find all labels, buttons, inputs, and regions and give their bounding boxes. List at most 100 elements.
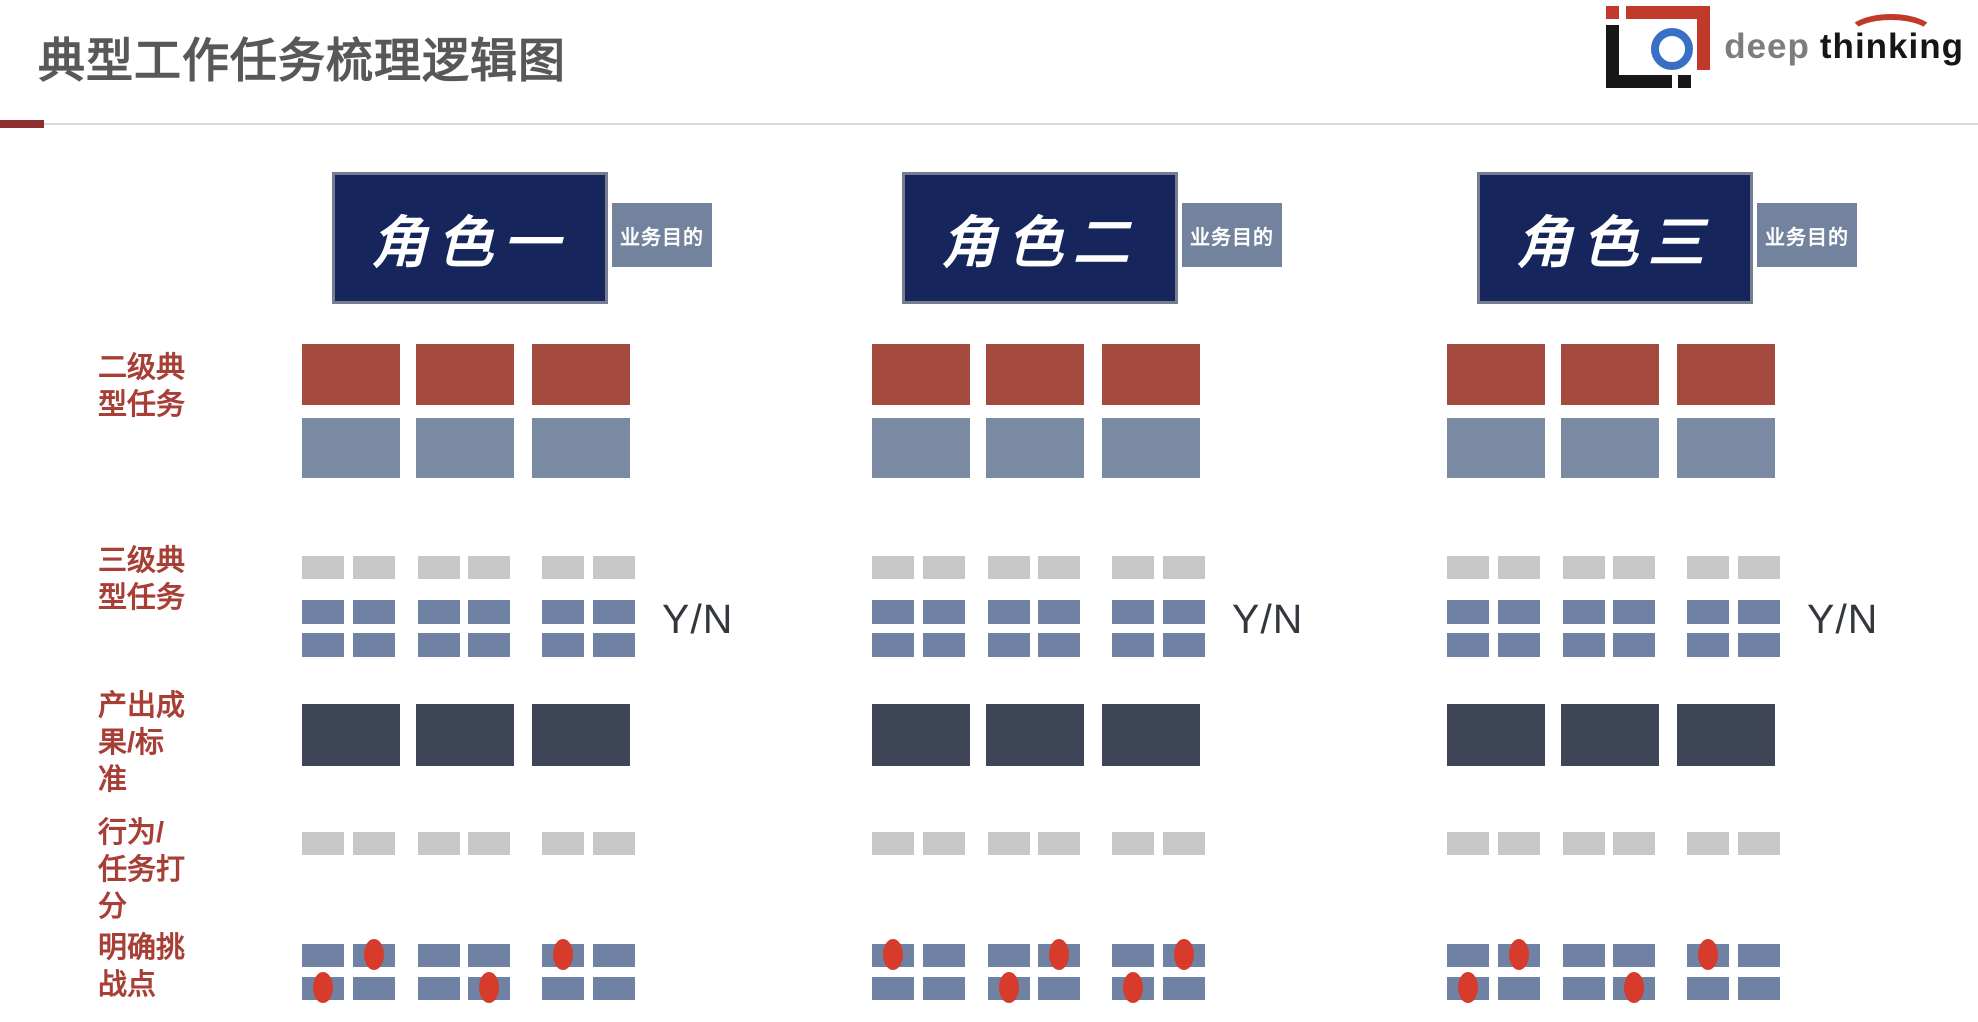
challenge-box [1687,977,1729,1000]
level3-task-box-blue [1447,600,1489,624]
level3-task-box-blue [1112,633,1154,657]
level2-task-box-red [986,344,1084,405]
logo-black-corner-side [1606,25,1620,88]
challenge-box [1738,944,1780,967]
scoring-box-gray [418,832,460,855]
logo-arc-icon [1846,14,1936,56]
level3-task-box-gray [1687,556,1729,579]
output-box-dark [1102,704,1200,766]
level3-task-box-blue [302,633,344,657]
level3-task-box-blue [1498,633,1540,657]
scoring-box-gray [1687,832,1729,855]
level2-task-box-blue [986,418,1084,478]
role-header-box: 角色二 [902,172,1178,304]
level3-task-box-blue [923,600,965,624]
level3-task-box-gray [1738,556,1780,579]
level3-task-box-blue [1163,600,1205,624]
level3-task-box-gray [353,556,395,579]
challenge-box [353,977,395,1000]
scoring-box-gray [593,832,635,855]
challenge-box [923,944,965,967]
challenge-box [593,944,635,967]
level2-task-box-red [532,344,630,405]
logo-red-corner [1626,6,1711,19]
level3-task-box-blue [872,600,914,624]
row-label-output: 产出成 果/标 准 [98,690,186,796]
level3-task-box-blue [353,600,395,624]
level2-task-box-red [872,344,970,405]
output-box-dark [532,704,630,766]
scoring-box-gray [1038,832,1080,855]
level3-task-box-blue [593,600,635,624]
level3-task-box-blue [1563,633,1605,657]
level2-task-box-blue [302,418,400,478]
level2-task-box-red [1447,344,1545,405]
yn-label: Y/N [1807,596,1879,642]
level3-task-box-blue [872,633,914,657]
row-label-level2-tasks: 二级典 型任务 [98,352,186,421]
level2-task-box-blue [532,418,630,478]
role-header-box: 角色三 [1477,172,1753,304]
level3-task-box-blue [542,633,584,657]
challenge-box [1163,977,1205,1000]
scoring-box-gray [923,832,965,855]
row-label-scoring: 行为/ 任务打 分 [98,817,186,923]
challenge-box [468,944,510,967]
level3-task-box-gray [1038,556,1080,579]
level3-task-box-blue [1563,600,1605,624]
challenge-dot [1624,972,1644,1003]
output-box-dark [302,704,400,766]
yn-label: Y/N [1232,596,1304,642]
scoring-box-gray [1613,832,1655,855]
challenge-box [1038,977,1080,1000]
business-purpose-tag: 业务目的 [1757,203,1857,267]
logo-black-square [1678,75,1692,88]
output-box-dark [1447,704,1545,766]
level3-task-box-blue [302,600,344,624]
output-box-dark [872,704,970,766]
challenge-dot [553,939,573,970]
level3-task-box-gray [923,556,965,579]
scoring-box-gray [1447,832,1489,855]
level3-task-box-gray [988,556,1030,579]
level3-task-box-gray [1112,556,1154,579]
scoring-box-gray [988,832,1030,855]
scoring-box-gray [542,832,584,855]
level2-task-box-red [1102,344,1200,405]
level3-task-box-blue [1738,600,1780,624]
output-box-dark [416,704,514,766]
logo-word-deep: deep [1724,27,1810,66]
logo-red-square [1606,6,1620,19]
level3-task-box-blue [1738,633,1780,657]
level2-task-box-red [1677,344,1775,405]
level3-task-box-blue [468,633,510,657]
level3-task-box-blue [1687,633,1729,657]
row-label-level3-tasks: 三级典 型任务 [98,545,186,614]
challenge-box [418,944,460,967]
challenge-box [1112,944,1154,967]
level3-task-box-gray [872,556,914,579]
level2-task-box-blue [416,418,514,478]
scoring-box-gray [1163,832,1205,855]
level3-task-box-blue [418,600,460,624]
scoring-box-gray [302,832,344,855]
scoring-box-gray [1112,832,1154,855]
challenge-dot [364,939,384,970]
scoring-box-gray [468,832,510,855]
level2-task-box-red [416,344,514,405]
level2-task-box-blue [1102,418,1200,478]
challenge-dot [313,972,333,1003]
output-box-dark [1677,704,1775,766]
challenge-dot [883,939,903,970]
level3-task-box-blue [988,600,1030,624]
challenge-box [1563,944,1605,967]
level3-task-box-gray [1498,556,1540,579]
level3-task-box-gray [1613,556,1655,579]
level3-task-box-blue [1038,633,1080,657]
challenge-box [1563,977,1605,1000]
level2-task-box-red [1561,344,1659,405]
challenge-box [923,977,965,1000]
logo-blue-ring-icon [1651,28,1694,70]
